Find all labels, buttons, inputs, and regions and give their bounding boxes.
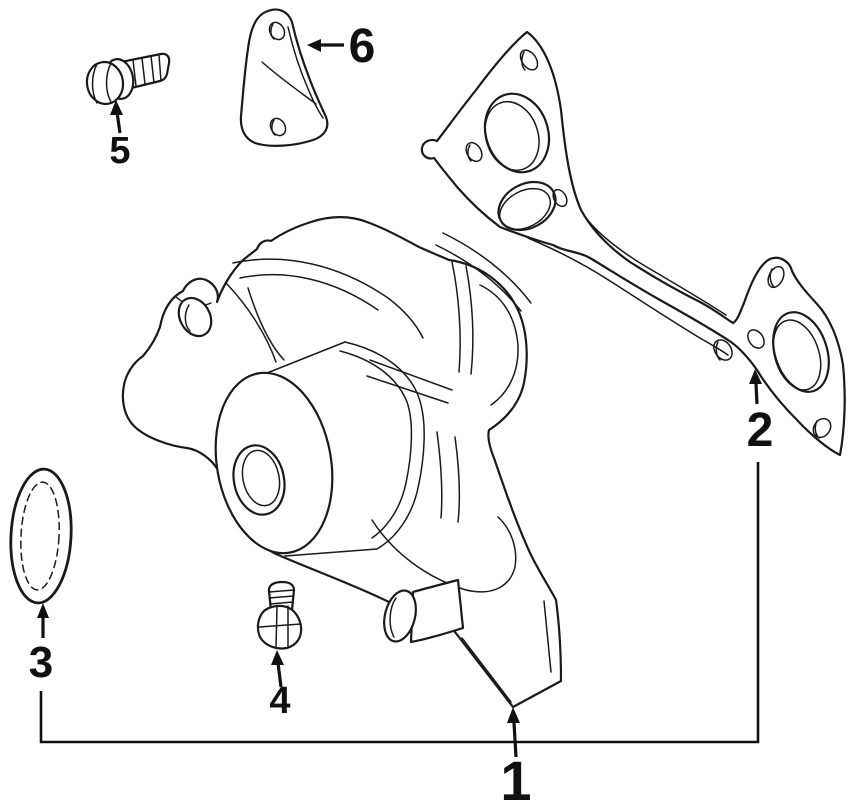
outlet-pipe-cap-contour xyxy=(389,597,397,638)
cover-plate-outline xyxy=(239,8,329,147)
callout-6-arrow xyxy=(307,39,344,52)
bolt-thread-lines xyxy=(132,54,162,87)
callout-5-label: 5 xyxy=(109,130,130,172)
gasket-bolt-hole-top xyxy=(519,49,539,71)
pump-backplate-edge-2 xyxy=(465,265,474,375)
pump-body-outline xyxy=(121,216,563,709)
bolt-drawing xyxy=(85,52,171,106)
callout-1-arrow xyxy=(507,707,520,758)
outlet-pipe-body xyxy=(409,578,465,644)
gasket-bolt-hole-right-b xyxy=(747,329,765,349)
gasket-port-upper-contour xyxy=(484,101,540,171)
pump-flange-diag-2 xyxy=(435,244,522,312)
pulley-bottom-edge xyxy=(284,548,378,557)
pump-mid-edge-2 xyxy=(454,436,461,523)
pump-brace-2 xyxy=(366,375,449,404)
pump-dome-rib-3 xyxy=(225,282,277,363)
pump-lower-housing-contour xyxy=(371,516,517,593)
pump-backplate-edge-1 xyxy=(451,261,461,373)
gasket-strip-contour-bottom xyxy=(527,237,729,356)
callout-leader-bracket xyxy=(39,462,760,744)
gasket-outline xyxy=(420,30,846,457)
callout-2-arrow xyxy=(749,369,762,405)
fitting-drawing xyxy=(256,580,303,650)
callout-4-label: 4 xyxy=(269,680,290,722)
cover-plate-crease xyxy=(261,61,317,105)
bolt-head-contours xyxy=(91,62,112,104)
pulley-drum-edge-inner xyxy=(339,350,413,539)
gasket-port-right-contour xyxy=(772,319,822,391)
fitting-thread-lines xyxy=(268,589,295,605)
cover-plate-hole-top-detail xyxy=(270,23,275,40)
o-ring-outer xyxy=(9,467,73,605)
cover-plate-edge-contour xyxy=(287,26,324,119)
gasket-bolt-hole-mid xyxy=(552,188,568,208)
gasket-drawing xyxy=(420,30,846,457)
callout-2-label: 2 xyxy=(747,404,774,457)
bolt-head xyxy=(85,60,125,106)
pump-ear-hole-detail xyxy=(184,304,191,332)
gasket-bolt-hole-right-bottom-detail xyxy=(814,420,820,439)
pump-vee-inner-edge xyxy=(461,637,512,703)
pump-dome-rib-4 xyxy=(247,287,285,361)
gasket-port-lower-contour xyxy=(498,187,552,231)
o-ring-drawing xyxy=(9,467,73,605)
fitting-facet-lines xyxy=(258,605,302,649)
pulley-hub-inner xyxy=(241,449,281,507)
fitting-body xyxy=(256,604,303,650)
pulley-drum-edge-outer xyxy=(344,341,425,550)
gasket-bolt-hole-right-a-detail xyxy=(715,341,721,361)
o-ring-inner xyxy=(20,481,60,591)
callout-5-arrow xyxy=(110,100,123,134)
pulley-hub-outer xyxy=(232,444,286,516)
callout-3-label: 3 xyxy=(29,638,53,687)
cover-plate-hole-bottom-detail xyxy=(271,119,276,136)
pump-brace-1 xyxy=(369,359,453,391)
pump-mid-edge-1 xyxy=(436,431,443,519)
callout-1-label: 1 xyxy=(500,749,531,800)
gasket-bolt-hole-left-detail xyxy=(467,144,472,162)
pump-flange-diag-1 xyxy=(442,232,532,304)
pump-lobe-contour xyxy=(479,284,519,406)
pump-lower-right-edge xyxy=(543,600,552,673)
pump-assembly-drawing xyxy=(121,216,563,709)
cover-plate-drawing xyxy=(239,8,329,147)
callout-4-arrow xyxy=(271,650,284,688)
gasket-bolt-hole-right-top-detail xyxy=(769,268,775,288)
gasket-bolt-hole-top-detail xyxy=(521,51,526,71)
gasket-strip-contour-top xyxy=(585,217,727,316)
callout-3-arrow xyxy=(37,603,49,638)
callout-6-label: 6 xyxy=(349,20,376,73)
outlet-pipe-cap xyxy=(383,589,417,643)
gasket-bolt-hole-right-top xyxy=(767,265,785,289)
pump-dome-rib-1 xyxy=(232,258,424,339)
pulley-top-edge xyxy=(261,341,346,376)
pump-dome-rib-2 xyxy=(239,273,379,311)
